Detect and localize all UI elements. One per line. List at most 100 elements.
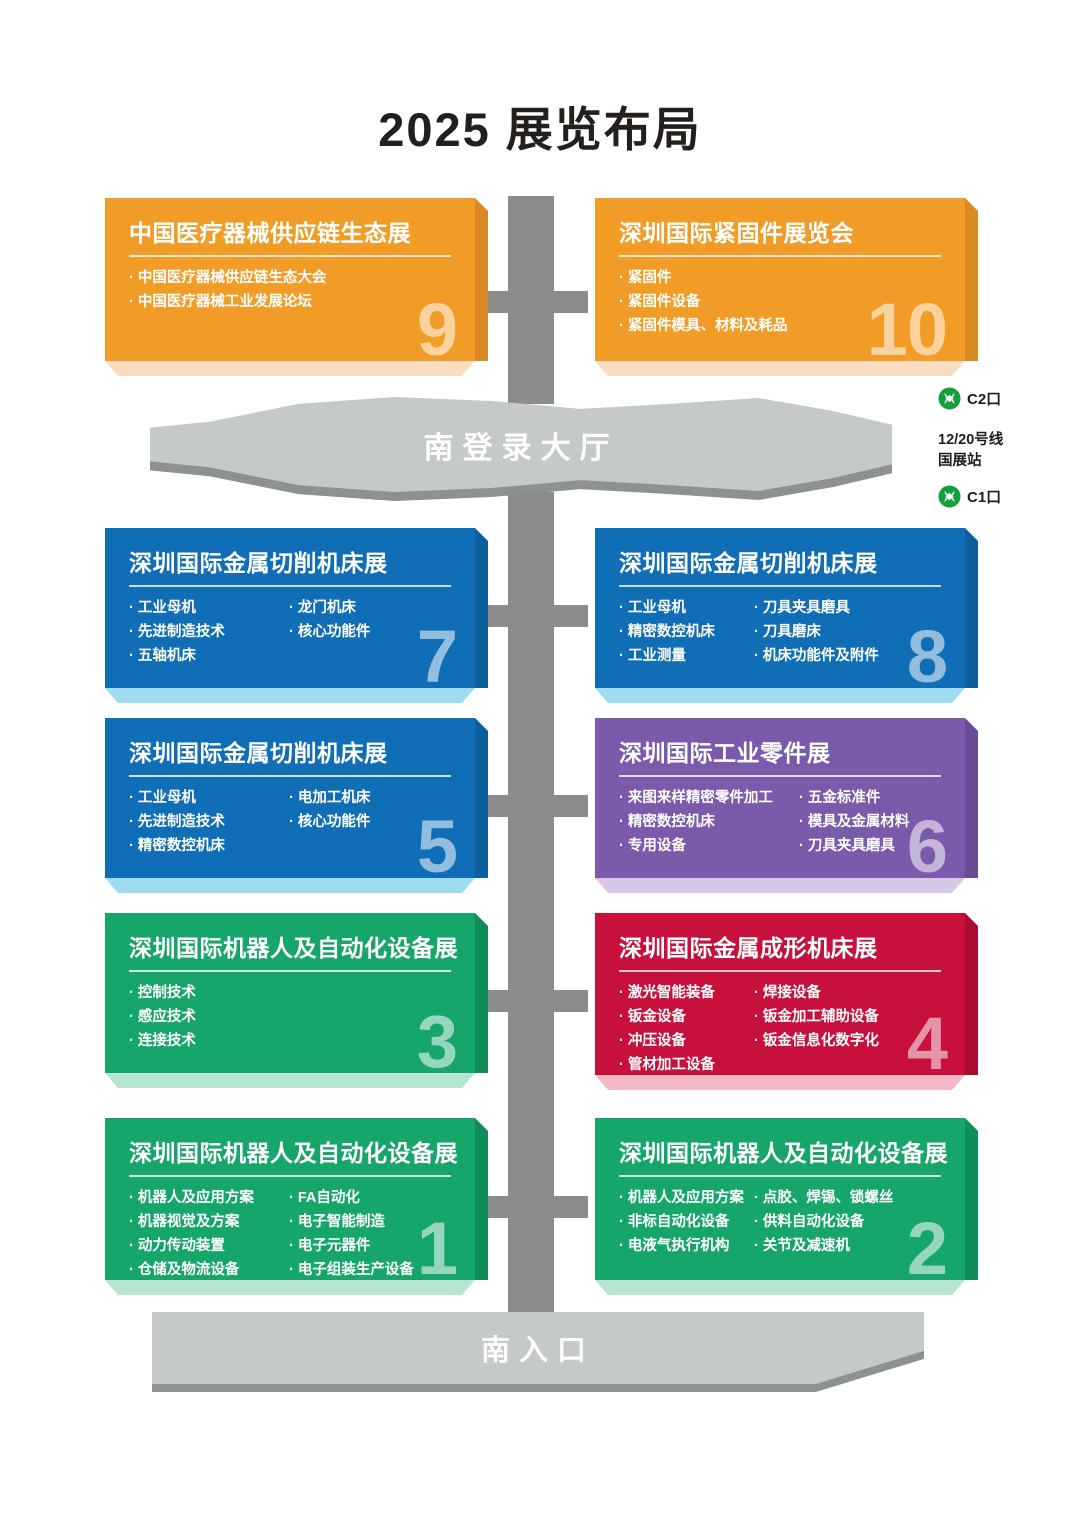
hall-title: 深圳国际工业零件展	[619, 740, 831, 766]
hall-category-item: 电子元器件	[289, 1236, 414, 1257]
hall-category-item: 机器人及应用方案	[129, 1188, 289, 1209]
hall-number: 9	[416, 288, 458, 371]
hall-category-column: 中国医疗器械供应链生态大会中国医疗器械工业发展论坛	[129, 268, 327, 313]
hall-category-item: 中国医疗器械供应链生态大会	[129, 268, 327, 289]
entrance-label: 南入口	[480, 1335, 595, 1367]
hall-category-item: 工业母机	[129, 598, 289, 619]
hall-block-4[interactable]: 深圳国际金属成形机床展激光智能装备钣金设备冲压设备管材加工设备焊接设备钣金加工辅…	[595, 913, 978, 1075]
hall-category-item: 精密数控机床	[129, 836, 289, 857]
hall-title-rule	[619, 585, 941, 588]
hall-category-columns: 机器人及应用方案机器视觉及方案动力传动装置仓储及物流设备FA自动化电子智能制造电…	[129, 1188, 451, 1281]
hall-category-item: 钣金信息化数字化	[754, 1031, 879, 1052]
hall-category-columns: 机器人及应用方案非标自动化设备电液气执行机构点胶、焊锡、锁螺丝供料自动化设备关节…	[619, 1188, 941, 1257]
hall-reflection	[105, 361, 475, 376]
hall-category-columns: 控制技术感应技术连接技术	[129, 983, 451, 1052]
hall-category-item: 非标自动化设备	[619, 1212, 754, 1233]
corridor-branch-3-4	[474, 990, 588, 1012]
hall-number: 6	[906, 805, 948, 888]
hall-reflection	[595, 688, 965, 703]
hall-category-item: 供料自动化设备	[754, 1212, 893, 1233]
hall-category-column: 工业母机精密数控机床工业测量	[619, 598, 754, 667]
hall-category-columns: 工业母机精密数控机床工业测量刀具夹具磨具刀具磨床机床功能件及附件	[619, 598, 941, 667]
hall-category-item: 感应技术	[129, 1007, 196, 1028]
hall-category-column: 来图来样精密零件加工精密数控机床专用设备	[619, 788, 799, 857]
hall-category-item: 电子智能制造	[289, 1212, 414, 1233]
hall-body: 深圳国际机器人及自动化设备展机器人及应用方案非标自动化设备电液气执行机构点胶、焊…	[595, 1118, 965, 1280]
hall-title-rule	[619, 1175, 941, 1178]
hall-category-item: 刀具磨床	[754, 622, 879, 643]
hall-category-item: 紧固件设备	[619, 292, 787, 313]
hall-block-3[interactable]: 深圳国际机器人及自动化设备展控制技术感应技术连接技术3	[105, 913, 488, 1073]
hall-category-columns: 工业母机先进制造技术五轴机床龙门机床核心功能件	[129, 598, 451, 667]
corridor-branch-1-2	[474, 1196, 588, 1218]
hall-category-item: 点胶、焊锡、锁螺丝	[754, 1188, 894, 1209]
hall-category-item: 焊接设备	[754, 983, 879, 1004]
hall-reflection	[105, 688, 475, 703]
south-entrance: 南入口	[152, 1312, 924, 1392]
hall-category-item: 核心功能件	[289, 622, 371, 643]
hall-category-column: 机器人及应用方案非标自动化设备电液气执行机构	[619, 1188, 754, 1257]
hall-reflection	[595, 361, 965, 376]
hall-category-column: 刀具夹具磨具刀具磨床机床功能件及附件	[754, 598, 879, 667]
metro-line-label: 12/20号线 国展站	[938, 430, 1003, 472]
hall-category-item: 工业母机	[619, 598, 754, 619]
hall-category-item: 工业母机	[129, 788, 289, 809]
hall-body: 深圳国际金属切削机床展工业母机精密数控机床工业测量刀具夹具磨具刀具磨床机床功能件…	[595, 528, 965, 688]
hall-bevel	[965, 528, 978, 688]
hall-title: 深圳国际机器人及自动化设备展	[619, 1140, 948, 1166]
hall-category-item: 仓储及物流设备	[129, 1260, 289, 1281]
hall-number: 7	[416, 615, 458, 698]
hall-category-item: 连接技术	[129, 1031, 196, 1052]
hall-title-rule	[129, 585, 451, 588]
hall-reflection	[595, 1075, 965, 1090]
hall-category-item: 激光智能装备	[619, 983, 754, 1004]
hall-bevel	[965, 913, 978, 1075]
hall-number: 2	[906, 1207, 948, 1290]
hall-category-item: 五轴机床	[129, 646, 289, 667]
hall-block-8[interactable]: 深圳国际金属切削机床展工业母机精密数控机床工业测量刀具夹具磨具刀具磨床机床功能件…	[595, 528, 978, 688]
hall-bevel	[965, 1118, 978, 1280]
hall-category-item: 紧固件模具、材料及耗品	[619, 316, 788, 337]
hall-block-5[interactable]: 深圳国际金属切削机床展工业母机先进制造技术精密数控机床电加工机床核心功能件5	[105, 718, 488, 878]
corridor-vertical-main	[508, 492, 554, 1316]
hall-category-item: 精密数控机床	[619, 812, 799, 833]
hall-category-column: 龙门机床核心功能件	[289, 598, 371, 667]
hall-number: 3	[416, 1000, 458, 1083]
hall-title-rule	[619, 970, 941, 973]
hall-number: 4	[906, 1002, 948, 1085]
hall-block-7[interactable]: 深圳国际金属切削机床展工业母机先进制造技术五轴机床龙门机床核心功能件7	[105, 528, 488, 688]
hall-category-item: 关节及减速机	[754, 1236, 893, 1257]
hall-body: 深圳国际机器人及自动化设备展机器人及应用方案机器视觉及方案动力传动装置仓储及物流…	[105, 1118, 475, 1280]
hall-body: 深圳国际金属成形机床展激光智能装备钣金设备冲压设备管材加工设备焊接设备钣金加工辅…	[595, 913, 965, 1075]
hall-title-rule	[129, 970, 451, 973]
hall-number: 10	[866, 288, 948, 371]
hall-category-item: 电子组装生产设备	[289, 1260, 414, 1281]
hall-category-item: 冲压设备	[619, 1031, 754, 1052]
hall-category-column: 焊接设备钣金加工辅助设备钣金信息化数字化	[754, 983, 879, 1076]
hall-category-item: 龙门机床	[289, 598, 370, 619]
hall-category-item: 模具及金属材料	[799, 812, 910, 833]
hall-block-9[interactable]: 中国医疗器械供应链生态展中国医疗器械供应链生态大会中国医疗器械工业发展论坛9	[105, 198, 488, 361]
hall-category-item: 来图来样精密零件加工	[619, 788, 799, 809]
hall-title-rule	[619, 255, 941, 258]
hall-block-1[interactable]: 深圳国际机器人及自动化设备展机器人及应用方案机器视觉及方案动力传动装置仓储及物流…	[105, 1118, 488, 1280]
hall-category-column: 控制技术感应技术连接技术	[129, 983, 196, 1052]
hall-title-rule	[619, 775, 941, 778]
hall-category-item: 动力传动装置	[129, 1236, 289, 1257]
metro-logo-icon	[938, 387, 961, 410]
corridor-branch-7-8	[474, 605, 588, 627]
hall-category-item: 钣金加工辅助设备	[754, 1007, 879, 1028]
hall-number: 1	[416, 1207, 458, 1290]
hall-block-6[interactable]: 深圳国际工业零件展来图来样精密零件加工精密数控机床专用设备五金标准件模具及金属材…	[595, 718, 978, 878]
hall-category-item: 机器人及应用方案	[619, 1188, 754, 1209]
hall-category-columns: 紧固件紧固件设备紧固件模具、材料及耗品	[619, 268, 941, 337]
hall-title-rule	[129, 775, 451, 778]
hall-block-2[interactable]: 深圳国际机器人及自动化设备展机器人及应用方案非标自动化设备电液气执行机构点胶、焊…	[595, 1118, 978, 1280]
hall-title: 深圳国际机器人及自动化设备展	[129, 935, 458, 961]
hall-category-item: 机床功能件及附件	[754, 646, 879, 667]
hall-bevel	[475, 198, 488, 361]
entrance-face	[152, 1312, 924, 1384]
hall-reflection	[105, 1073, 475, 1088]
